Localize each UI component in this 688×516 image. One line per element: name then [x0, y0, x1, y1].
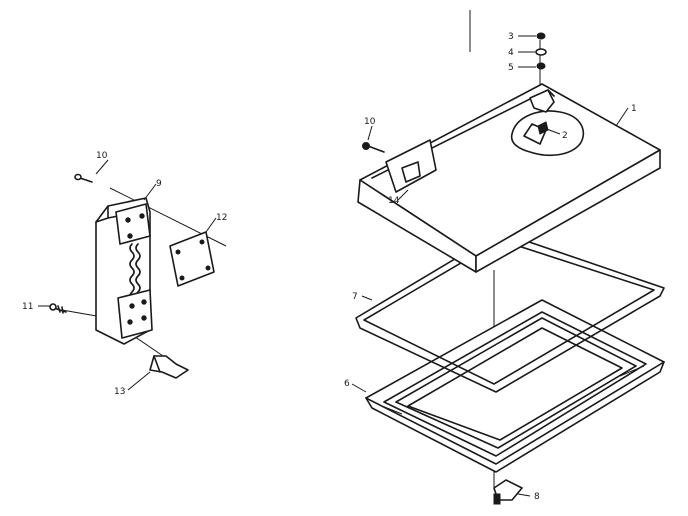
- label-part-11: 11: [22, 302, 33, 312]
- part-1-top-lid: [357, 83, 661, 273]
- label-part-8: 8: [534, 492, 540, 502]
- label-part-5: 5: [508, 63, 514, 73]
- hinge-bracket-assembly: [61, 187, 227, 359]
- part-6-bottom-frame: [365, 299, 665, 473]
- label-part-4: 4: [508, 48, 514, 58]
- hardware-stack: [535, 32, 547, 70]
- label-part-14: 14: [388, 196, 400, 206]
- label-part-12: 12: [216, 213, 227, 223]
- label-part-7: 7: [352, 292, 358, 302]
- label-part-10-left: 10: [96, 151, 108, 161]
- label-part-6: 6: [344, 379, 350, 389]
- part-4-washer: [535, 48, 547, 56]
- leader-lines: [38, 35, 629, 497]
- label-part-3: 3: [508, 32, 514, 42]
- screw-11: [49, 303, 67, 314]
- part-12-cover-plate: [169, 231, 215, 287]
- part-5-nut: [536, 62, 546, 70]
- part-3-screw: [536, 32, 546, 40]
- label-part-2: 2: [562, 131, 568, 141]
- part-14-hinge-tab: [385, 139, 437, 193]
- label-part-10-right: 10: [364, 117, 376, 127]
- screw-10-left: [74, 173, 93, 183]
- hinge-upper-plate: [115, 203, 151, 245]
- label-part-9: 9: [156, 179, 162, 189]
- hinge-lower-plate: [117, 289, 153, 339]
- part-labels: 1 2 3 4 5 6 7 8 9 10 10 11 12 13 14: [22, 32, 637, 502]
- label-part-13: 13: [114, 387, 125, 397]
- part-13-clip: [149, 355, 189, 379]
- screw-10-right: [362, 142, 385, 153]
- part-8-clip: [493, 479, 523, 505]
- label-part-1: 1: [631, 104, 637, 114]
